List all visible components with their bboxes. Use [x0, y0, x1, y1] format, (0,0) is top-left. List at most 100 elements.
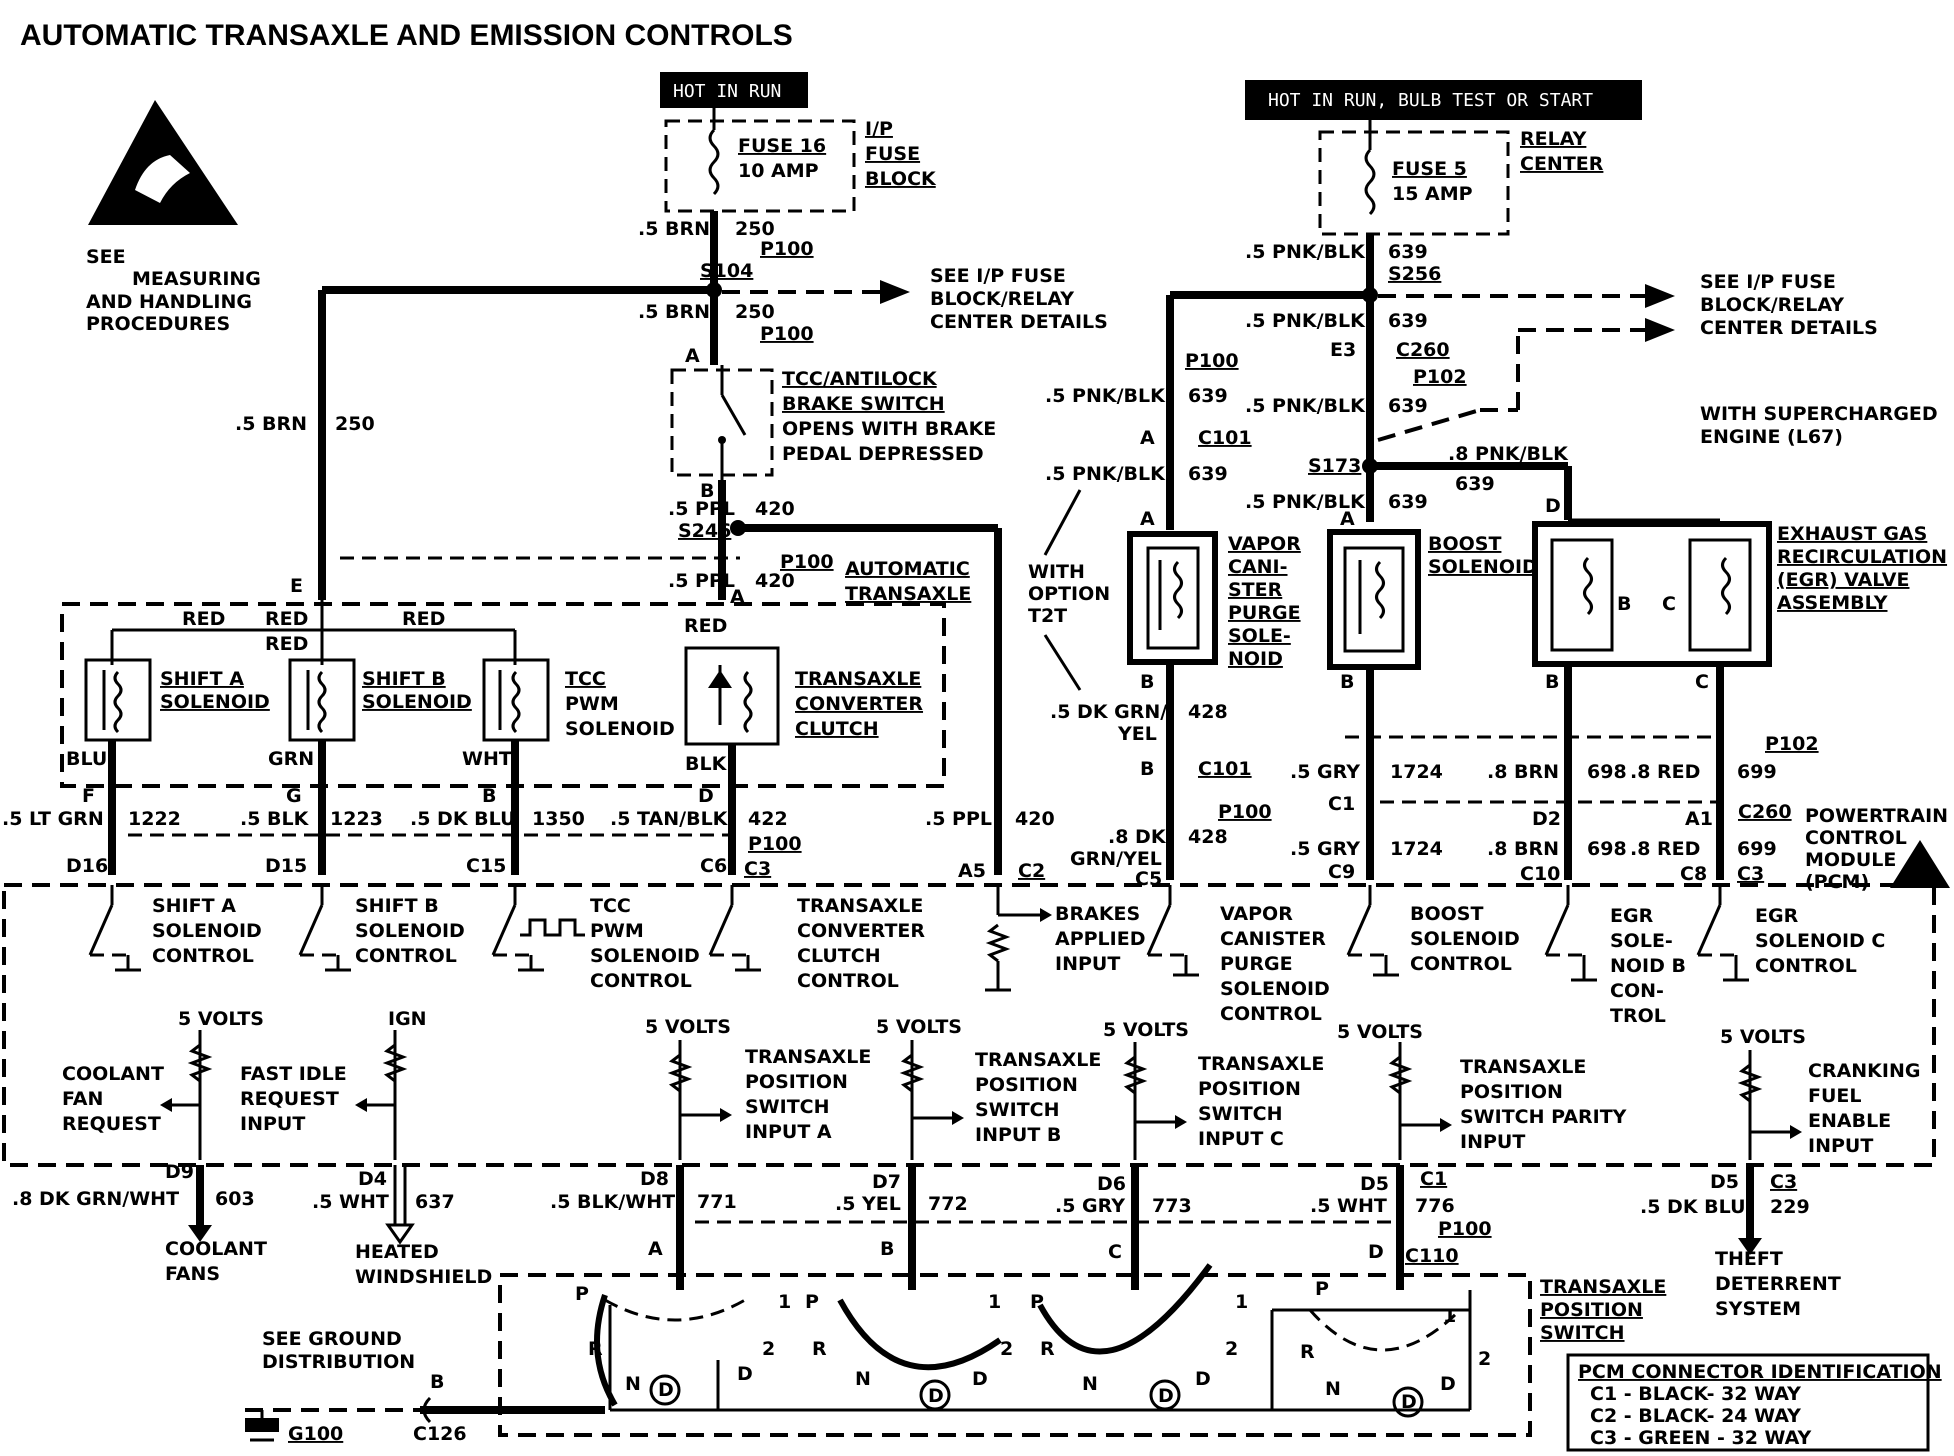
fuse-block-label-3: BLOCK — [865, 168, 937, 190]
pin-b-3: B — [1140, 671, 1154, 693]
prnd-2-3: 2 — [1225, 1338, 1238, 1360]
egr-valve-assembly — [1532, 518, 1772, 667]
wire-dkgrnyel-1: .5 DK GRN/ — [1050, 701, 1167, 723]
splice-s173-label: S173 — [1308, 455, 1361, 477]
pin-a-5: A — [1340, 508, 1355, 530]
vapor-label-4: PURGE — [1228, 602, 1301, 624]
egr-b-ctl-5: TROL — [1610, 1005, 1666, 1027]
fuse-16-label: FUSE 16 — [738, 135, 826, 157]
prnd-r-3: R — [1040, 1338, 1055, 1360]
brakes-2: APPLIED — [1055, 928, 1145, 950]
conn-p100-1: P100 — [760, 238, 814, 260]
pin-c1: C1 — [1328, 793, 1355, 815]
circuit-1724-2: 1724 — [1390, 838, 1443, 860]
ground-b: B — [430, 1371, 444, 1393]
five-volts-4: 5 VOLTS — [1103, 1019, 1189, 1041]
tcc-pwm-solenoid — [482, 658, 550, 742]
wire-blkwht: .5 BLK/WHT — [550, 1191, 675, 1213]
vapor-ctl-4: SOLENOID — [1220, 978, 1330, 1000]
wire-brn8-1: .8 BRN — [1487, 761, 1559, 783]
tps-switch-label-3: SWITCH — [1540, 1322, 1625, 1344]
pin-b-4: B — [1140, 758, 1154, 780]
vapor-label-5: SOLE- — [1228, 625, 1291, 647]
shift-a-ctl-1: SHIFT A — [152, 895, 236, 917]
prnd-r-4: R — [1300, 1341, 1315, 1363]
prnd-r-1: R — [588, 1338, 603, 1360]
tps-c-4: INPUT C — [1198, 1128, 1284, 1150]
conn-c1-b: C1 — [1420, 1168, 1447, 1190]
pin-d15: D15 — [265, 855, 307, 877]
tcc-ctl-2: PWM — [590, 920, 644, 942]
wire-pnkblk-8: .8 PNK/BLK — [1448, 443, 1569, 465]
prnd-n-2: N — [855, 1368, 871, 1390]
conn-p100-7: P100 — [1438, 1218, 1492, 1240]
pin-b-6: B — [1545, 671, 1559, 693]
prnd-1-2: 1 — [988, 1291, 1001, 1313]
boost-label-2: SOLENOID — [1428, 556, 1538, 578]
conn-c3-1: C3 — [744, 858, 771, 880]
pin-a-4: A — [1140, 508, 1155, 530]
tps-parity-1: TRANSAXLE — [1460, 1056, 1586, 1078]
pin-d7: D7 — [872, 1171, 901, 1193]
conn-p102-2: P102 — [1765, 733, 1819, 755]
tps-c-1: TRANSAXLE — [1198, 1053, 1324, 1075]
pcm-label-4: (PCM) — [1805, 871, 1869, 893]
circuit-698-2: 698 — [1587, 838, 1627, 860]
prnd-2-1: 2 — [762, 1338, 775, 1360]
splice-s104-label: S104 — [700, 260, 753, 282]
pin-b-2: B — [482, 785, 496, 807]
esd-warning-icon — [88, 100, 238, 225]
conn-p100-2: P100 — [760, 323, 814, 345]
pcm-conn-c2: C2 - BLACK- 24 WAY — [1590, 1405, 1801, 1427]
transaxle-position-switch — [498, 1273, 1532, 1437]
tps-b-4: INPUT B — [975, 1124, 1061, 1146]
ground-g100: G100 — [288, 1423, 343, 1445]
fuse-block-label-2: FUSE — [865, 143, 920, 165]
boost-label-1: BOOST — [1428, 533, 1501, 555]
egr-label-1: EXHAUST GAS — [1777, 523, 1927, 545]
circuit-1724-1: 1724 — [1390, 761, 1443, 783]
esd-note-4: PROCEDURES — [86, 313, 230, 335]
circuit-229: 229 — [1770, 1196, 1810, 1218]
coolant-fans-1: COOLANT — [165, 1238, 267, 1260]
prnd-d-2b: D — [972, 1368, 988, 1390]
egr-c-ctl-1: EGR — [1755, 905, 1799, 927]
shift-b-solenoid — [288, 658, 356, 742]
wire-dkblu: .5 DK BLU — [410, 808, 516, 830]
tps-a-3: SWITCH — [745, 1096, 830, 1118]
circuit-639-2: 639 — [1388, 310, 1428, 332]
with-option-3: T2T — [1028, 605, 1067, 627]
ign-label: IGN — [388, 1008, 427, 1030]
pcm-label-1: POWERTRAIN — [1805, 805, 1948, 827]
pin-a-1: A — [685, 345, 700, 367]
converter-label-3: CLUTCH — [795, 718, 879, 740]
conv-ctl-4: CONTROL — [797, 970, 899, 992]
with-option-2: OPTION — [1028, 583, 1110, 605]
pin-c15: C15 — [466, 855, 506, 877]
pin-c-3: C — [1108, 1241, 1122, 1263]
circuit-428-1: 428 — [1188, 701, 1228, 723]
tps-parity-4: INPUT — [1460, 1131, 1525, 1153]
pcm-connector-id-box — [1566, 1353, 1930, 1452]
fuse-16-block — [664, 119, 856, 213]
see-fuse-right-2: BLOCK/RELAY — [1700, 294, 1844, 316]
tps-c-2: POSITION — [1198, 1078, 1301, 1100]
shift-a-solenoid — [84, 658, 152, 742]
circuit-772: 772 — [928, 1193, 968, 1215]
cranking-1: CRANKING — [1808, 1060, 1920, 1082]
shift-a-ctl-2: SOLENOID — [152, 920, 262, 942]
prnd-p-4: P — [1315, 1278, 1329, 1300]
pin-c8: C8 — [1680, 863, 1707, 885]
coolant-fans-2: FANS — [165, 1263, 220, 1285]
wire-blk-2: .5 BLK — [240, 808, 310, 830]
shift-b-ctl-3: CONTROL — [355, 945, 457, 967]
tcc-pwm-label-1: TCC — [565, 668, 606, 690]
arrow-right-icon — [880, 280, 910, 304]
see-fuse-left-2: BLOCK/RELAY — [930, 288, 1074, 310]
conn-p100-3: P100 — [780, 551, 834, 573]
pin-g: G — [286, 785, 302, 807]
egr-b: B — [1617, 593, 1631, 615]
pin-d2: D2 — [1532, 808, 1561, 830]
option-arrow-up — [1043, 489, 1082, 556]
fast-idle-2: REQUEST — [240, 1088, 339, 1110]
